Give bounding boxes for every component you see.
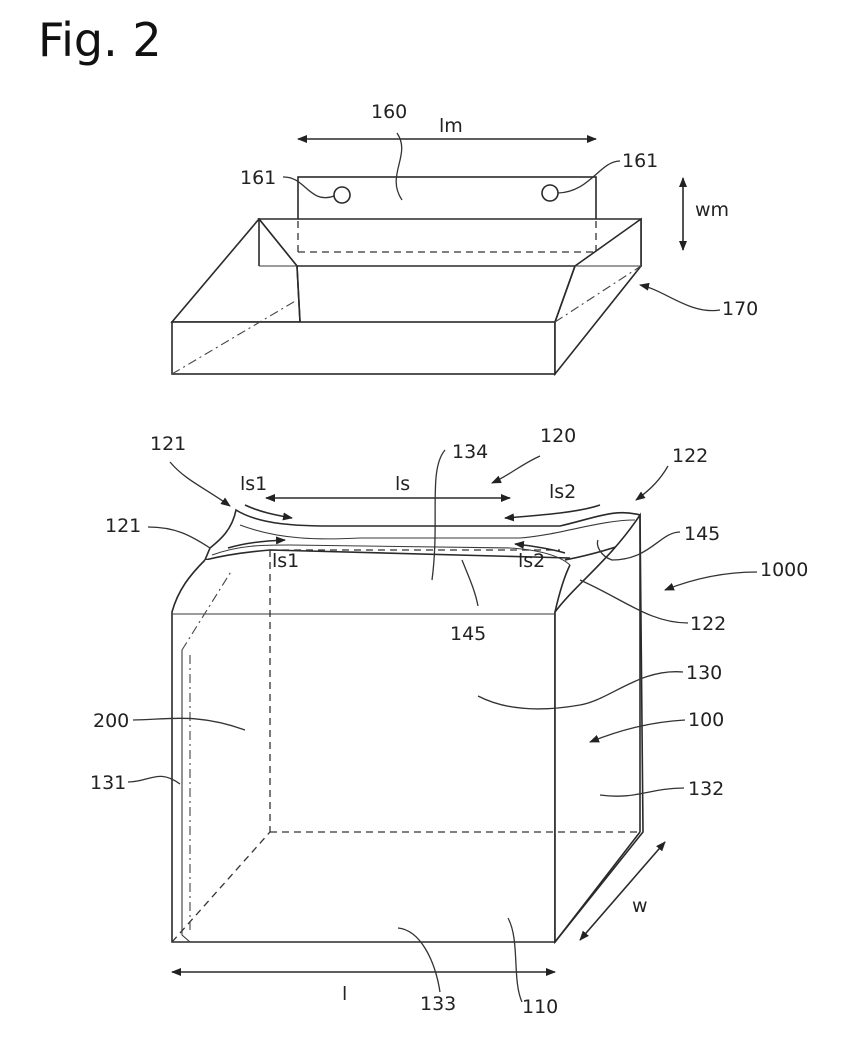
front-panel-130 <box>172 560 570 942</box>
label-w: w <box>632 895 648 917</box>
label-ls2-top: ls2 <box>549 481 576 503</box>
label-110: 110 <box>522 996 558 1018</box>
label-ls1-bottom: ls1 <box>272 550 299 572</box>
tray-front <box>172 322 555 374</box>
label-130: 130 <box>686 662 722 684</box>
label-134: 134 <box>452 441 488 463</box>
label-ls1-top: ls1 <box>240 473 267 495</box>
label-1000: 1000 <box>760 559 808 581</box>
label-ls: ls <box>395 473 410 495</box>
label-121-bottom: 121 <box>105 515 141 537</box>
label-122-top: 122 <box>672 445 708 467</box>
label-145-right: 145 <box>684 523 720 545</box>
label-161-right: 161 <box>622 150 658 172</box>
holder-170 <box>172 177 641 374</box>
label-l: l <box>342 983 347 1005</box>
label-100: 100 <box>688 709 724 731</box>
label-161-left: 161 <box>240 167 276 189</box>
label-121-top: 121 <box>150 433 186 455</box>
label-200: 200 <box>93 710 129 732</box>
label-133: 133 <box>420 993 456 1015</box>
figure-title: Fig. 2 <box>38 13 162 67</box>
label-170: 170 <box>722 298 758 320</box>
label-120: 120 <box>540 425 576 447</box>
label-160: 160 <box>371 101 407 123</box>
label-145-center: 145 <box>450 623 486 645</box>
label-ls2-bottom: ls2 <box>518 550 545 572</box>
plate-160 <box>298 177 596 221</box>
label-lm: lm <box>439 115 463 137</box>
label-wm: wm <box>695 199 729 221</box>
label-122-bottom: 122 <box>690 613 726 635</box>
label-131: 131 <box>90 772 126 794</box>
label-132: 132 <box>688 778 724 800</box>
container-1000 <box>172 510 643 942</box>
